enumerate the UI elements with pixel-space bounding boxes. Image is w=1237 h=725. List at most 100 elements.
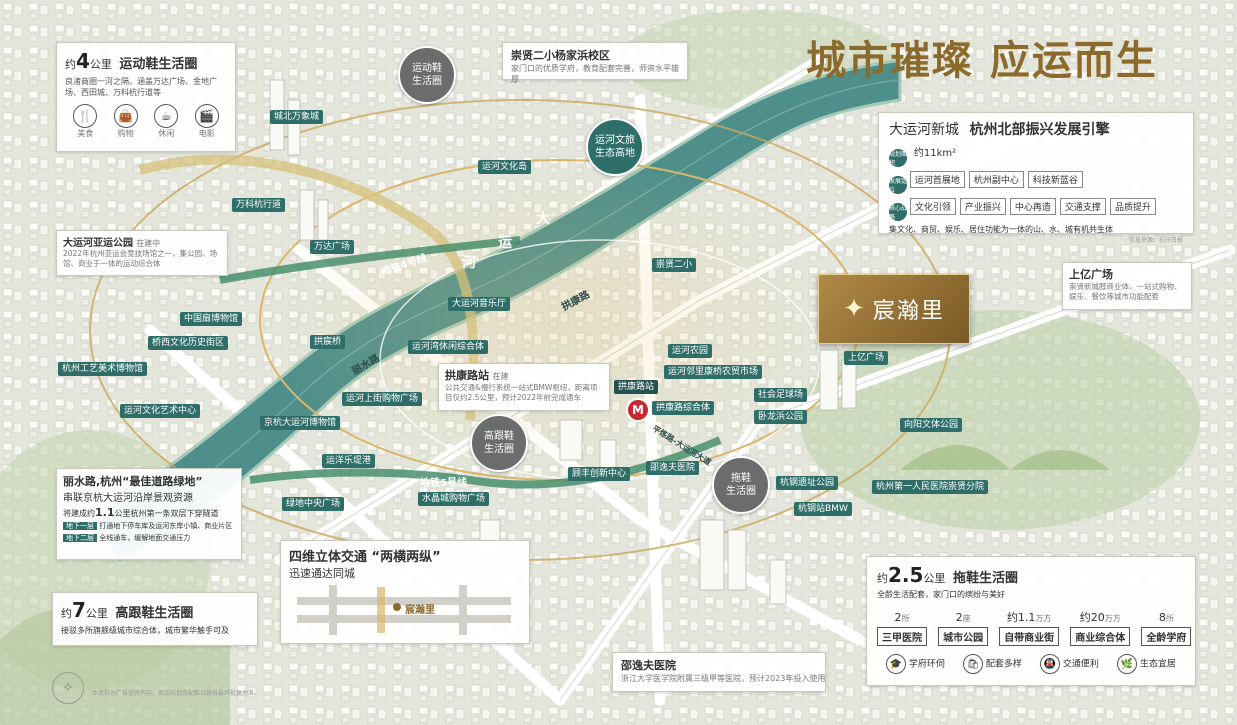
compass-icon: ✧ <box>52 672 84 704</box>
sport-desc: 良渚商圈一河之隔，涵盖万达广场、金地广场、西田城、万科杭行道等 <box>65 77 217 97</box>
district-area-value: 约11km² <box>913 148 957 159</box>
sport-unit: 公里 <box>89 58 112 71</box>
slipper-stat-mall-num: 约20 <box>1079 611 1105 624</box>
slipper-stat-street-unit: 万方 <box>1035 614 1052 623</box>
disclaimer: 本资料为广告宣传内容，周边规划及配套以政府最终批复为准。 <box>92 690 261 697</box>
sport-shop-item: 👜 购物 <box>113 104 138 139</box>
facility-icon: 🛍 <box>963 654 984 674</box>
gongkang-card: 拱康路站 在建 公共交通&慢行系统一站式BMW枢纽，距离项目仅约2.5公里，预计… <box>438 363 610 411</box>
badge-sport[interactable]: 运动鞋 生活圈 <box>398 46 456 104</box>
heel-km: 7 <box>72 598 86 622</box>
place-wanxiang[interactable]: 城北万象城 <box>270 110 324 124</box>
slipper-stat-mall: 约20万方商业综合体 <box>1070 606 1131 646</box>
place-art-center[interactable]: 运河文化艺术中心 <box>120 404 201 418</box>
place-wolong[interactable]: 卧龙浜公园 <box>754 410 808 424</box>
shangyi-title: 上亿广场 <box>1069 268 1113 281</box>
place-green-plaza[interactable]: 绿地中央广场 <box>282 497 345 511</box>
place-gongkang-mix[interactable]: 拱康路综合体 <box>652 401 715 415</box>
traffic-diagram <box>297 585 511 635</box>
district-str-5: 品质提升 <box>1109 198 1156 215</box>
place-site-park[interactable]: 杭钢遗址公园 <box>776 476 839 490</box>
place-craft[interactable]: 杭州工艺美术博物馆 <box>58 362 148 376</box>
slipper-stat-school-unit: 所 <box>1165 614 1174 623</box>
shopping-icon: 👜 <box>113 104 138 128</box>
place-vanke[interactable]: 万科杭行道 <box>232 198 286 212</box>
lishui-desc-pre: 将建成约 <box>63 509 95 518</box>
asian-park-title: 大运河亚运公园 <box>63 238 133 249</box>
asian-park-tag: 在建中 <box>136 239 161 248</box>
metro-station-icon[interactable]: M <box>626 398 650 422</box>
slipper-traffic-item: 🚇 交通便利 <box>1040 654 1099 674</box>
school-card: 崇贤二小杨家浜校区 家门口的优质学府，教育配套完善，师资水平雄厚 <box>502 42 688 84</box>
canal-char-2: 运 <box>498 235 512 251</box>
place-bay[interactable]: 运河湾休闲综合体 <box>408 340 489 354</box>
place-neighbor[interactable]: 运河邻里康桥农贸市场 <box>664 365 763 379</box>
sport-leisure-item: ☕ 休闲 <box>154 104 179 139</box>
district-left: 大运河新城 <box>889 122 959 138</box>
slipper-title: 拖鞋生活圈 <box>952 571 1018 586</box>
place-bmw[interactable]: 杭钢站BMW <box>794 502 852 516</box>
lishui-desc-post: 公里杭州第一条双层下穿隧道 <box>114 509 219 518</box>
slipper-traffic-label: 交通便利 <box>1062 659 1099 670</box>
lishui-desc-num: 1.1 <box>95 506 115 519</box>
place-gongkang-station[interactable]: 拱康路站 <box>614 380 659 394</box>
place-chongxian2[interactable]: 崇贤二小 <box>652 258 697 272</box>
sport-title: 运动鞋生活圈 <box>119 57 198 72</box>
district-pos-3: 科技新蓝谷 <box>1027 171 1083 188</box>
slipper-stats: 2所三甲医院 2座城市公园 约1.1万方自带商业街 约20万方商业综合体 8所全… <box>877 606 1192 646</box>
slipper-stat-park-label: 城市公园 <box>938 627 989 646</box>
district-pos-2: 杭州副中心 <box>968 171 1024 188</box>
place-gongchen[interactable]: 拱宸桥 <box>310 335 346 349</box>
district-source: 信息来源：杭州日报 <box>1128 237 1183 244</box>
traffic-icon: 🚇 <box>1040 654 1061 674</box>
place-china-knife[interactable]: 中国扇博物馆 <box>180 312 243 326</box>
school-icon: 🎓 <box>886 654 907 674</box>
project-name: 宸瀚里 <box>872 299 945 324</box>
place-shaoyifu-pin[interactable]: 邵逸夫医院 <box>646 461 700 475</box>
road-line5: 地铁5号线 <box>420 478 467 489</box>
heel-unit: 公里 <box>85 607 108 620</box>
gongkang-title: 拱康路站 <box>445 369 489 382</box>
place-first-hosp[interactable]: 杭州第一人民医院崇贤分院 <box>872 480 989 494</box>
place-shangyi-pin[interactable]: 上亿广场 <box>844 351 889 365</box>
place-football[interactable]: 社会足球场 <box>754 388 808 402</box>
badge-canal[interactable]: 运河文旅 生态高地 <box>586 118 644 176</box>
slipper-stat-street-label: 自带商业街 <box>999 627 1060 646</box>
place-innovation[interactable]: 顾丰创新中心 <box>568 467 631 481</box>
project-tile[interactable]: ✦ 宸瀚里 <box>818 274 970 344</box>
hospital-desc: 浙江大学医学院附属三级甲等医院，预计2023年投入使用 <box>621 674 826 683</box>
lishui-row-2: 地下二层 全线通车，缓解地面交通压力 <box>63 533 235 543</box>
place-xiangyang[interactable]: 向阳文体公园 <box>900 418 963 432</box>
place-farm[interactable]: 运河农园 <box>668 344 713 358</box>
place-wanda[interactable]: 万达广场 <box>310 240 355 254</box>
slipper-facility-item: 🛍 配套多样 <box>963 654 1022 674</box>
food-icon: 🍴 <box>73 104 98 128</box>
gongkang-tag: 在建 <box>492 372 509 381</box>
school-title: 崇贤二小杨家浜校区 <box>511 49 610 62</box>
sparkle-icon: ✦ <box>843 294 865 324</box>
badge-slipper[interactable]: 拖鞋 生活圈 <box>712 456 770 514</box>
badge-heel[interactable]: 高跟鞋 生活圈 <box>470 414 528 472</box>
place-yunhe-culture[interactable]: 运河文化岛 <box>478 160 532 174</box>
traffic-card: 四维立体交通 “两横两纵” 迅速通达同城 宸瀚里 <box>280 540 530 644</box>
eco-icon: 🌿 <box>1117 654 1138 674</box>
slipper-eco-label: 生态宜居 <box>1139 659 1176 670</box>
place-yunyang[interactable]: 运洋乐堤港 <box>322 454 376 468</box>
slipper-stat-school: 8所全龄学府 <box>1141 606 1192 646</box>
place-music[interactable]: 大运河音乐厅 <box>448 297 511 311</box>
place-upper-street[interactable]: 运河上街购物广场 <box>342 392 423 406</box>
gongkang-desc: 公共交通&慢行系统一站式BMW枢纽，距离项目仅约2.5公里，预计2022年前完成… <box>445 383 598 402</box>
asian-park-card: 大运河亚运公园 在建中 2022年杭州亚运会竞技场馆之一，集公园、场馆、商业于一… <box>56 230 228 276</box>
slipper-school-item: 🎓 学府环伺 <box>886 654 945 674</box>
district-footer: 集文化、商贸、娱乐、居住功能为一体的山、水、城有机共生体 <box>889 225 1113 234</box>
slipper-stat-school-label: 全龄学府 <box>1141 627 1192 646</box>
district-str-3: 中心再造 <box>1009 198 1056 215</box>
place-qiaoxi[interactable]: 桥西文化历史街区 <box>148 336 229 350</box>
place-shuijing[interactable]: 水晶城购物广场 <box>418 492 490 506</box>
slipper-stat-street-num: 约1.1 <box>1006 611 1036 624</box>
sport-food-label: 美食 <box>77 129 94 138</box>
asian-park-desc: 2022年杭州亚运会竞技场馆之一，集公园、场馆、商业于一体的运动综合体 <box>63 249 218 268</box>
lishui-row-2-key: 地下二层 <box>63 534 97 542</box>
hospital-title: 邵逸夫医院 <box>621 659 676 672</box>
place-jinghang[interactable]: 京杭大运河博物馆 <box>260 416 341 430</box>
